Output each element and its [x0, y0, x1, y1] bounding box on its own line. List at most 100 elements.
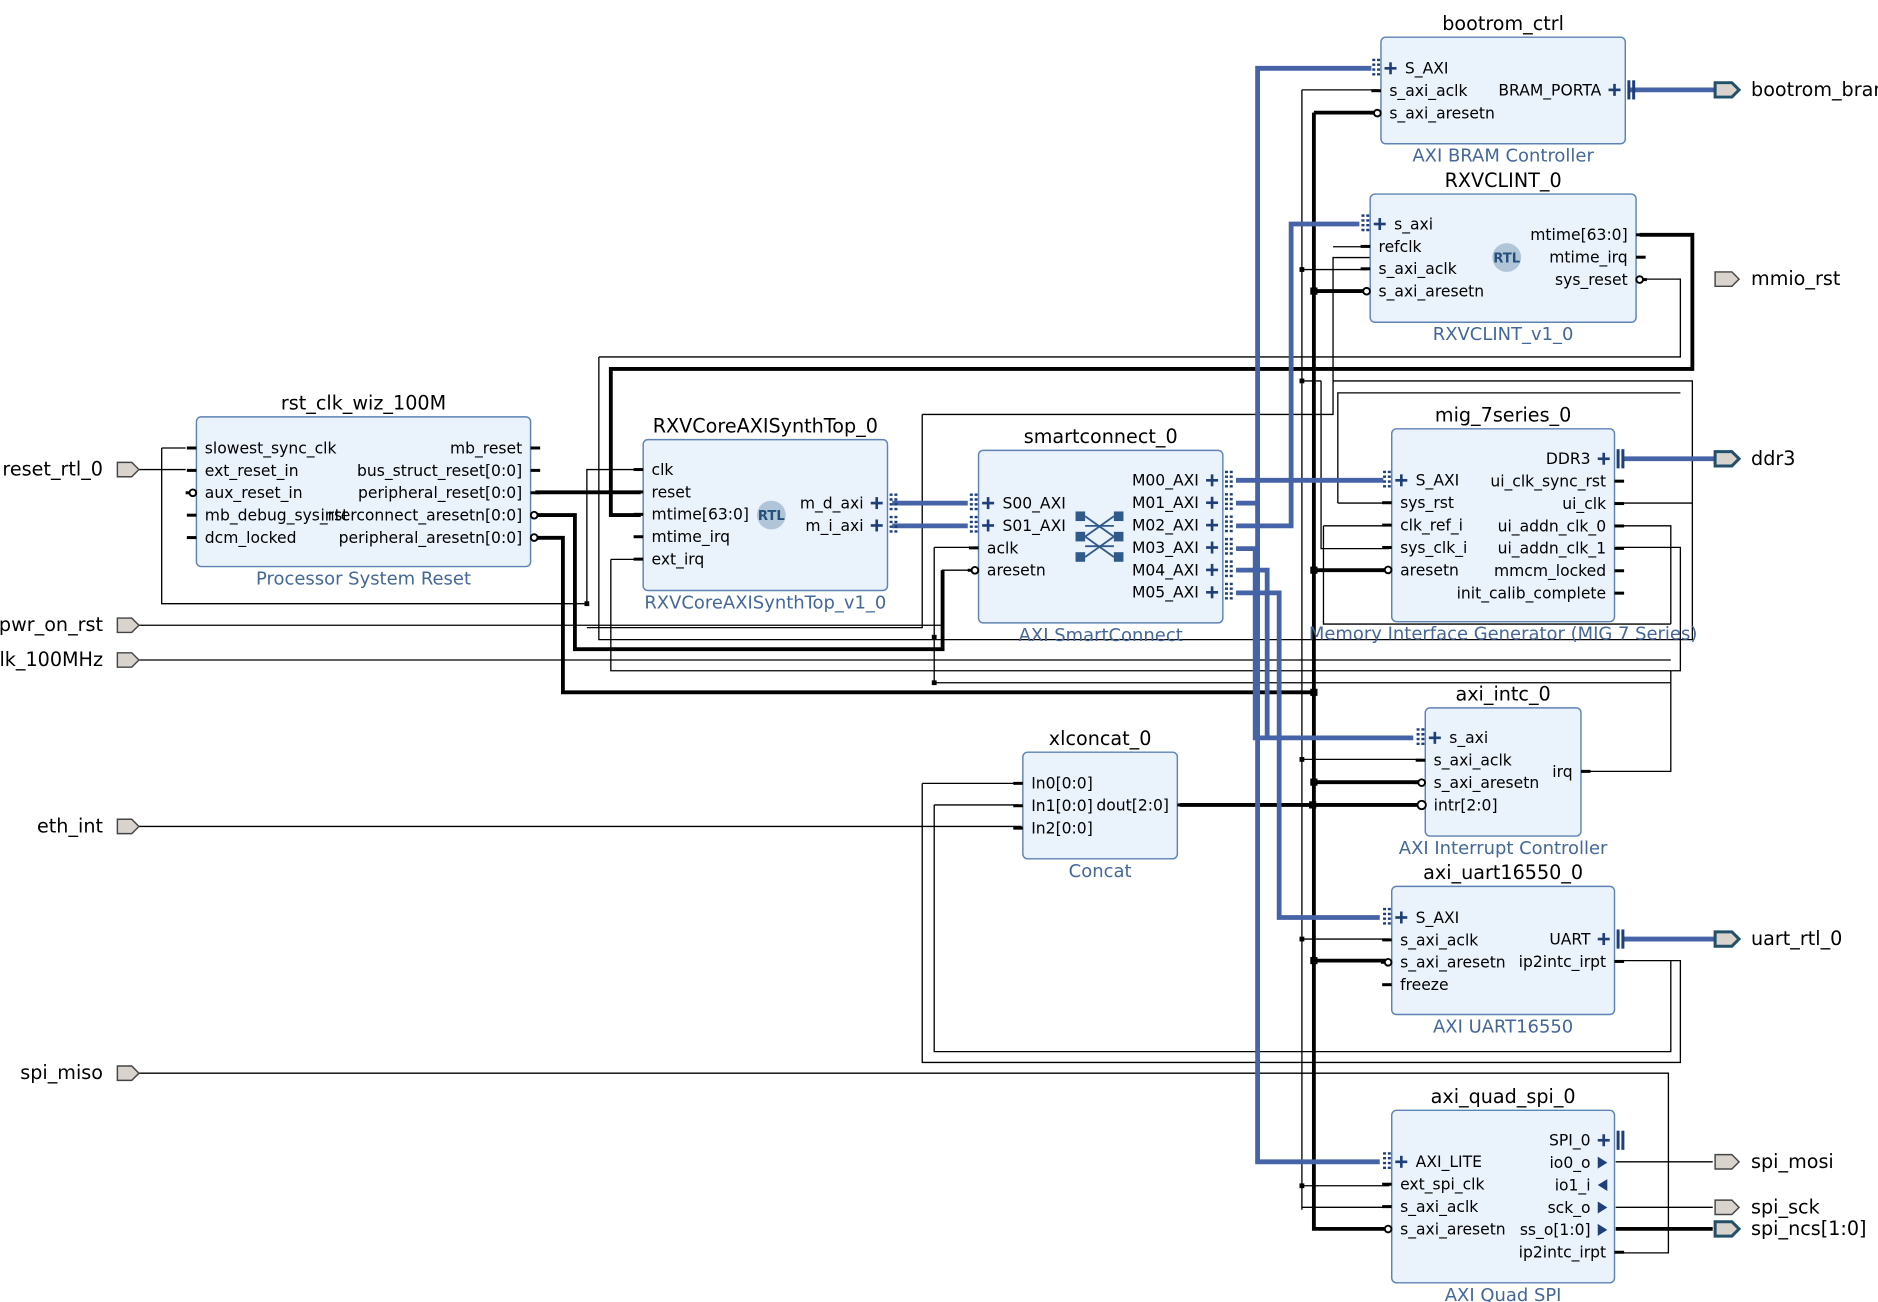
- port-mmio-rst[interactable]: mmio_rst: [1714, 267, 1841, 290]
- plus-icon[interactable]: [1373, 218, 1386, 231]
- block-body[interactable]: [1391, 885, 1616, 1016]
- plus-icon[interactable]: [870, 497, 883, 510]
- pin-s-axi-aresetn[interactable]: s_axi_aresetn: [1359, 283, 1484, 302]
- port-spi-ncs[interactable]: spi_ncs[1:0]: [1713, 1217, 1867, 1240]
- pin-ui-addn-clk-1[interactable]: ui_addn_clk_1: [1498, 540, 1625, 559]
- block-body[interactable]: [977, 449, 1224, 624]
- pin-bram-porta[interactable]: BRAM_PORTA: [1498, 80, 1636, 100]
- pin-s-axi[interactable]: s_axi: [1416, 728, 1488, 748]
- pin-s-axi-aresetn[interactable]: s_axi_aresetn: [1414, 774, 1539, 793]
- block-body[interactable]: [1391, 1109, 1616, 1284]
- pin-io1-i[interactable]: io1_i: [1555, 1176, 1608, 1195]
- pin-axi-lite[interactable]: AXI_LITE: [1383, 1152, 1482, 1172]
- plus-icon[interactable]: [1597, 933, 1610, 946]
- pin-s-axi-aclk[interactable]: s_axi_aclk: [1382, 931, 1478, 950]
- pin-ext-spi-clk[interactable]: ext_spi_clk: [1382, 1176, 1485, 1195]
- plus-icon[interactable]: [1206, 519, 1219, 532]
- pin-s01-axi[interactable]: S01_AXI: [969, 515, 1066, 536]
- port-uart-rtl-0[interactable]: uart_rtl_0: [1713, 927, 1842, 950]
- pin-ui-clk[interactable]: ui_clk: [1562, 495, 1625, 514]
- pin-spi-0[interactable]: SPI_0: [1549, 1130, 1625, 1151]
- pin-ui-clk-sync-rst[interactable]: ui_clk_sync_rst: [1490, 473, 1625, 492]
- pin-in2-0-0[interactable]: In2[0:0]: [1013, 820, 1093, 838]
- pin-ddr3[interactable]: DDR3: [1546, 449, 1625, 469]
- pin-reset[interactable]: reset: [633, 483, 691, 501]
- plus-icon[interactable]: [1206, 496, 1219, 509]
- pin-in0-0-0[interactable]: In0[0:0]: [1013, 775, 1093, 793]
- pin-s00-axi[interactable]: S00_AXI: [969, 493, 1066, 514]
- pin-aresetn[interactable]: aresetn: [967, 562, 1046, 580]
- pin-ss-o-1-0[interactable]: ss_o[1:0]: [1520, 1221, 1608, 1240]
- pin-s-axi[interactable]: S_AXI: [1383, 907, 1460, 928]
- pin-m02-axi[interactable]: M02_AXI: [1132, 515, 1233, 536]
- pin-aclk[interactable]: aclk: [968, 539, 1018, 557]
- pin-dcm-locked[interactable]: dcm_locked: [186, 529, 297, 548]
- plus-icon[interactable]: [1206, 474, 1219, 487]
- pin-s-axi-aresetn[interactable]: s_axi_aresetn: [1380, 1220, 1506, 1239]
- pin-slowest-sync-clk[interactable]: slowest_sync_clk: [186, 439, 337, 458]
- port-bootrom-bram[interactable]: bootrom_bram: [1713, 78, 1878, 101]
- pin-sys-reset[interactable]: sys_reset: [1555, 271, 1647, 290]
- pin-intr-2-0[interactable]: intr[2:0]: [1414, 796, 1498, 814]
- pin-m04-axi[interactable]: M04_AXI: [1132, 560, 1233, 580]
- pin-s-axi-aresetn[interactable]: s_axi_aresetn: [1370, 105, 1495, 124]
- plus-icon[interactable]: [1206, 563, 1219, 576]
- pin-init-calib-complete[interactable]: init_calib_complete: [1457, 585, 1625, 604]
- block-rxvcoreaxisynthtop-0[interactable]: RXVCoreAXISynthTop_0RXVCoreAXISynthTop_v…: [633, 414, 898, 613]
- pin-aux-reset-in[interactable]: aux_reset_in: [185, 484, 303, 503]
- pin-ip2intc-irpt[interactable]: ip2intc_irpt: [1519, 1244, 1625, 1263]
- pin-bus-struct-reset-0-0[interactable]: bus_struct_reset[0:0]: [357, 462, 541, 481]
- pin-peripheral-aresetn-0-0[interactable]: peripheral_aresetn[0:0]: [339, 529, 542, 548]
- pin-sys-clk-i[interactable]: sys_clk_i: [1382, 539, 1467, 558]
- plus-icon[interactable]: [982, 519, 995, 532]
- pin-dout-2-0[interactable]: dout[2:0]: [1096, 796, 1187, 814]
- block-xlconcat-0[interactable]: xlconcat_0ConcatIn0[0:0]In1[0:0]In2[0:0]…: [1013, 727, 1187, 882]
- pin-m05-axi[interactable]: M05_AXI: [1132, 582, 1233, 603]
- plus-icon[interactable]: [1395, 1155, 1408, 1168]
- port-clk-100mhz[interactable]: clk_100MHz: [0, 648, 140, 671]
- pin-m03-axi[interactable]: M03_AXI: [1132, 537, 1233, 558]
- port-pwr-on-rst[interactable]: pwr_on_rst: [0, 613, 140, 636]
- pin-sck-o[interactable]: sck_o: [1548, 1199, 1608, 1218]
- plus-icon[interactable]: [1206, 586, 1219, 599]
- plus-icon[interactable]: [1206, 541, 1219, 554]
- pin-aresetn[interactable]: aresetn: [1380, 561, 1459, 579]
- pin-s-axi-aclk[interactable]: s_axi_aclk: [1382, 1198, 1478, 1217]
- plus-icon[interactable]: [1384, 62, 1397, 75]
- port-spi-sck[interactable]: spi_sck: [1714, 1195, 1821, 1218]
- pin-ext-reset-in[interactable]: ext_reset_in: [186, 462, 299, 481]
- pin-mtime-irq[interactable]: mtime_irq: [1549, 249, 1646, 268]
- pin-mmcm-locked[interactable]: mmcm_locked: [1494, 562, 1625, 581]
- plus-icon[interactable]: [1395, 474, 1408, 487]
- pin-m01-axi[interactable]: M01_AXI: [1132, 493, 1233, 513]
- pin-peripheral-reset-0-0[interactable]: peripheral_reset[0:0]: [358, 484, 541, 503]
- pin-irq[interactable]: irq: [1552, 763, 1591, 781]
- port-eth-int[interactable]: eth_int: [37, 814, 140, 837]
- pin-m-i-axi[interactable]: m_i_axi: [805, 515, 898, 536]
- pin-mtime-63-0[interactable]: mtime[63:0]: [1530, 226, 1646, 244]
- pin-s-axi-aresetn[interactable]: s_axi_aresetn: [1380, 954, 1506, 973]
- pin-in1-0-0[interactable]: In1[0:0]: [1013, 797, 1093, 815]
- plus-icon[interactable]: [1395, 911, 1408, 924]
- pin-io0-o[interactable]: io0_o: [1549, 1154, 1608, 1173]
- pin-interconnect-aresetn-0-0[interactable]: interconnect_aresetn[0:0]: [320, 507, 542, 526]
- port-reset-rtl-0[interactable]: reset_rtl_0: [2, 458, 140, 481]
- plus-icon[interactable]: [1428, 731, 1441, 744]
- pin-ip2intc-irpt[interactable]: ip2intc_irpt: [1519, 953, 1625, 972]
- plus-icon[interactable]: [1597, 1134, 1610, 1147]
- pin-m-d-axi[interactable]: m_d_axi: [800, 493, 898, 514]
- plus-icon[interactable]: [1597, 452, 1610, 465]
- port-spi-mosi[interactable]: spi_mosi: [1714, 1150, 1834, 1173]
- pin-clk[interactable]: clk: [633, 461, 674, 479]
- pin-ext-irq[interactable]: ext_irq: [633, 551, 705, 570]
- port-spi-miso[interactable]: spi_miso: [20, 1061, 140, 1084]
- plus-icon[interactable]: [870, 519, 883, 532]
- pin-mtime-63-0[interactable]: mtime[63:0]: [633, 506, 749, 524]
